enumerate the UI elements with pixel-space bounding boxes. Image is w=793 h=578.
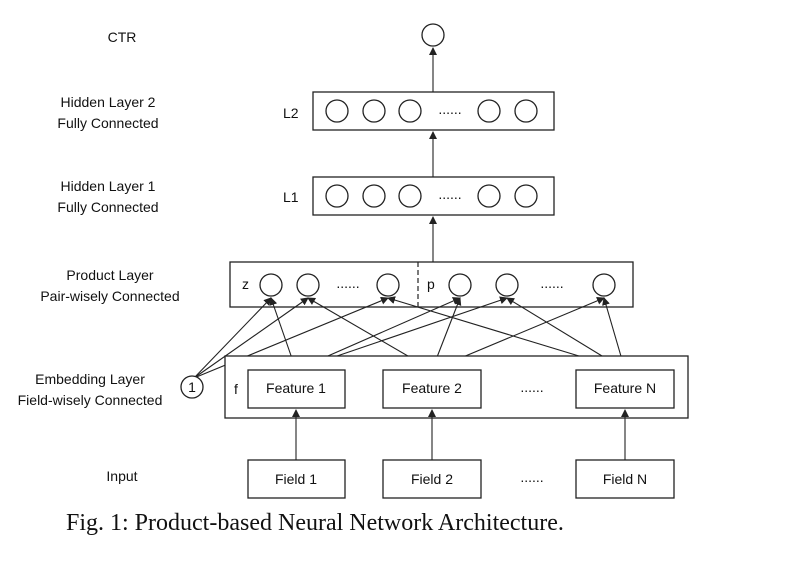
constant-one-node	[180, 375, 204, 399]
feature-label-1: Feature 1	[266, 380, 326, 396]
label-hidden-layer-2-sub: Fully Connected	[57, 115, 158, 131]
l1-tag: L1	[283, 189, 299, 205]
f-tag: f	[234, 381, 238, 397]
feature-label-n: Feature N	[594, 380, 656, 396]
label-embedding-layer: Embedding Layer	[35, 371, 145, 387]
hidden-layer-2-box	[312, 91, 555, 131]
field-box-2	[382, 459, 482, 499]
hidden-layer-2-ellipsis: ......	[438, 101, 461, 117]
hidden-layer-1-neuron	[362, 184, 386, 208]
feature-ellipsis: ......	[520, 379, 543, 395]
constant-one-label: 1	[188, 379, 196, 395]
hidden-layer-2-neuron	[398, 99, 422, 123]
label-product-layer-sub: Pair-wisely Connected	[40, 288, 179, 304]
p-tag: p	[427, 276, 435, 292]
ctr-output-node	[421, 23, 445, 47]
field-box-1	[247, 459, 346, 499]
edge-one-to-z2	[193, 297, 309, 379]
product-z-node	[259, 273, 283, 297]
hidden-layer-2-neuron	[477, 99, 501, 123]
label-embedding-layer-sub: Field-wisely Connected	[18, 392, 163, 408]
field-label-n: Field N	[603, 471, 647, 487]
product-z-node	[296, 273, 320, 297]
feature-label-2: Feature 2	[402, 380, 462, 396]
label-hidden-layer-2: Hidden Layer 2	[61, 94, 156, 110]
hidden-layer-2-neuron	[514, 99, 538, 123]
product-p-ellipsis: ......	[540, 275, 563, 291]
feature-box-1	[247, 369, 346, 409]
label-ctr: CTR	[108, 29, 137, 45]
field-ellipsis: ......	[520, 469, 543, 485]
z-tag: z	[242, 276, 249, 292]
edge-one-to-z1	[193, 297, 272, 379]
label-hidden-layer-1-sub: Fully Connected	[57, 199, 158, 215]
product-z-ellipsis: ......	[336, 275, 359, 291]
product-p-node	[592, 273, 616, 297]
hidden-layer-1-neuron	[398, 184, 422, 208]
field-label-1: Field 1	[275, 471, 317, 487]
product-p-node	[495, 273, 519, 297]
hidden-layer-1-neuron	[514, 184, 538, 208]
label-product-layer: Product Layer	[66, 267, 153, 283]
hidden-layer-1-neuron	[325, 184, 349, 208]
figure-caption: Fig. 1: Product-based Neural Network Arc…	[66, 510, 564, 536]
l2-tag: L2	[283, 105, 299, 121]
hidden-layer-2-neuron	[325, 99, 349, 123]
hidden-layer-2-neuron	[362, 99, 386, 123]
label-input: Input	[106, 468, 137, 484]
product-z-node	[376, 273, 400, 297]
product-p-node	[448, 273, 472, 297]
label-hidden-layer-1: Hidden Layer 1	[61, 178, 156, 194]
hidden-layer-1-neuron	[477, 184, 501, 208]
hidden-layer-1-box	[312, 176, 555, 216]
field-box-n	[575, 459, 675, 499]
feature-box-n	[575, 369, 675, 409]
field-label-2: Field 2	[411, 471, 453, 487]
hidden-layer-1-ellipsis: ......	[438, 186, 461, 202]
feature-box-2	[382, 369, 482, 409]
